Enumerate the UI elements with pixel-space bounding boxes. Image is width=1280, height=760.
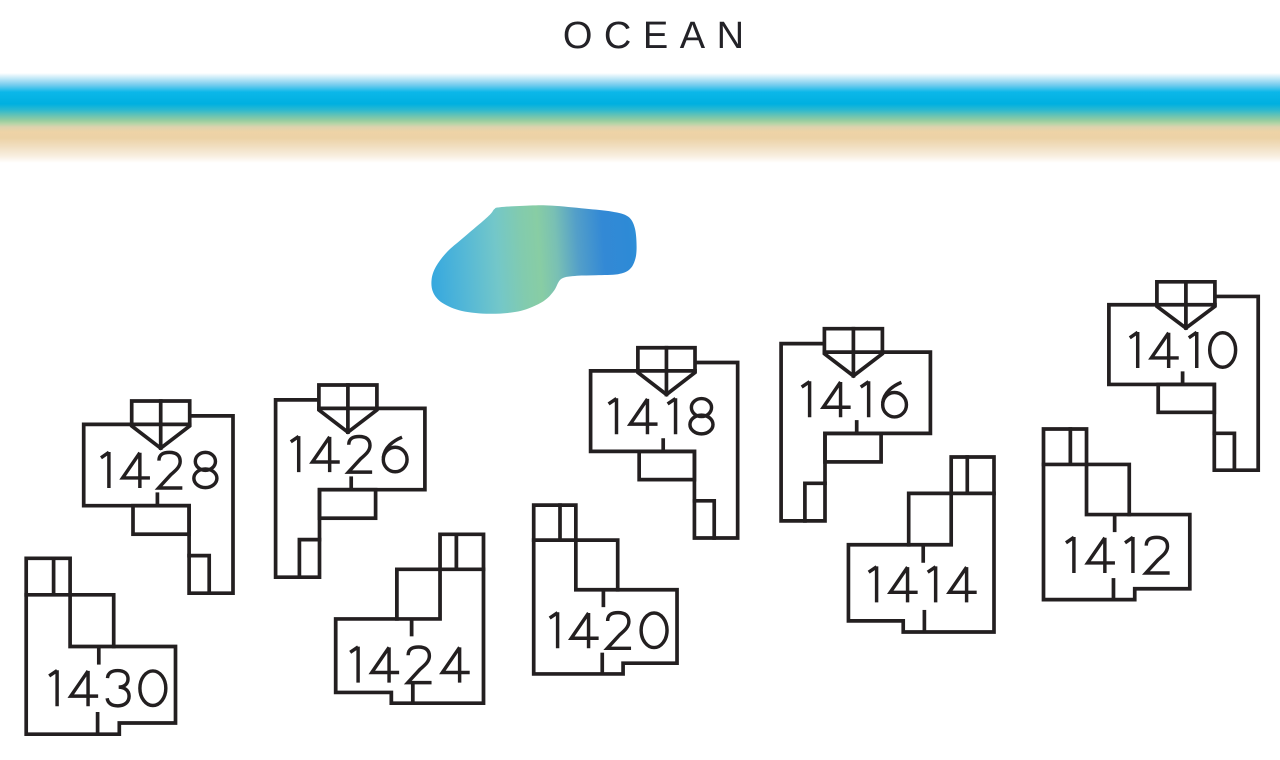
svg-text:OCEAN: OCEAN <box>563 15 756 57</box>
